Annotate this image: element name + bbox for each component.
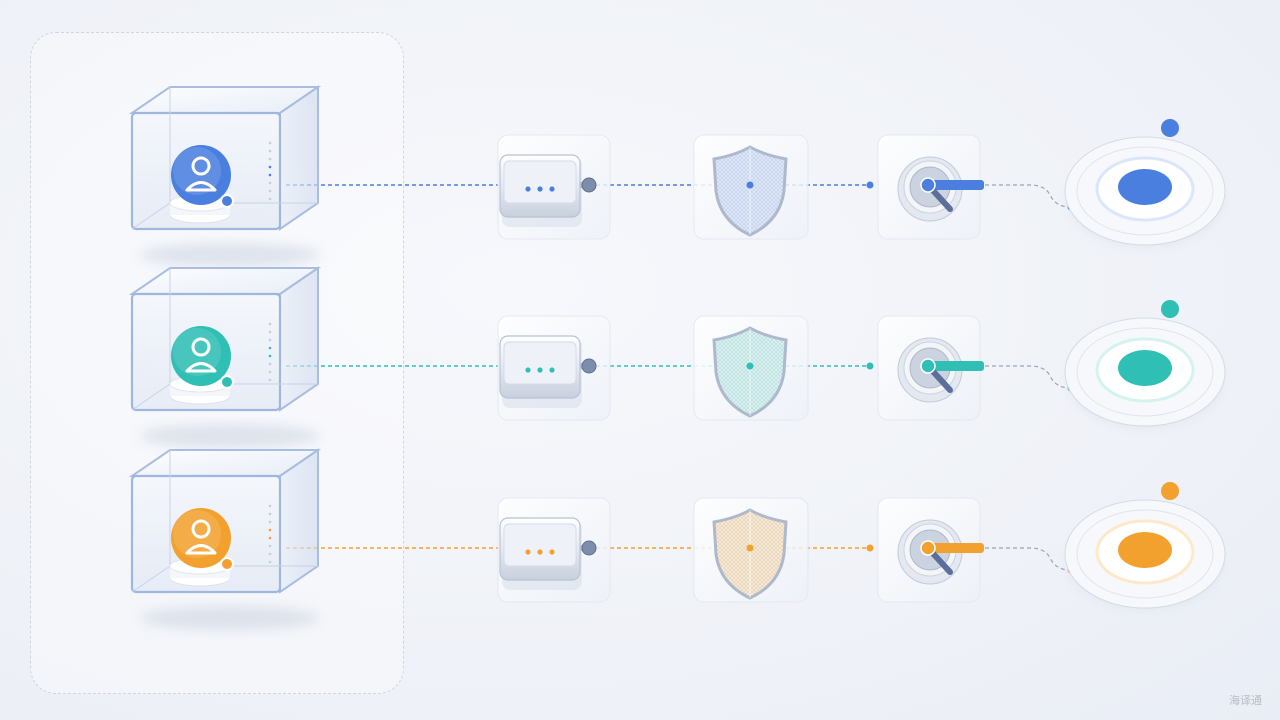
- connector-line: [985, 184, 1071, 208]
- status-dot: [1161, 300, 1179, 318]
- switch-icon: [897, 337, 984, 403]
- status-dot: [1161, 482, 1179, 500]
- gateway-node[interactable]: [497, 315, 611, 421]
- shield-node[interactable]: [693, 315, 809, 421]
- user-icon: [171, 508, 234, 571]
- target-icon: [1064, 136, 1226, 246]
- shield-icon: [712, 145, 788, 237]
- target-node[interactable]: [1064, 300, 1226, 427]
- user-cube[interactable]: [128, 85, 322, 267]
- connector-line: [985, 547, 1071, 571]
- lane-3: [128, 448, 1226, 630]
- gateway-icon: [499, 154, 597, 227]
- shield-node[interactable]: [693, 134, 809, 240]
- gateway-node[interactable]: [497, 497, 611, 603]
- user-icon: [171, 326, 234, 389]
- gateway-icon: [499, 517, 597, 590]
- switch-icon: [897, 156, 984, 222]
- user-icon: [171, 145, 234, 208]
- user-cube[interactable]: [128, 266, 322, 448]
- target-node[interactable]: [1064, 119, 1226, 246]
- switch-node[interactable]: [866, 497, 985, 603]
- status-dot: [1161, 119, 1179, 137]
- target-icon: [1064, 317, 1226, 427]
- switch-node[interactable]: [866, 315, 985, 421]
- gateway-node[interactable]: [497, 134, 611, 240]
- shield-node[interactable]: [693, 497, 809, 603]
- connector-line: [985, 365, 1071, 389]
- target-icon: [1064, 499, 1226, 609]
- target-node[interactable]: [1064, 482, 1226, 609]
- switch-node[interactable]: [866, 134, 985, 240]
- lane-1: [128, 85, 1226, 267]
- shield-icon: [712, 508, 788, 600]
- watermark: 海译通: [1229, 694, 1262, 707]
- switch-icon: [897, 519, 984, 585]
- gateway-icon: [499, 335, 597, 408]
- user-cube[interactable]: [128, 448, 322, 630]
- shield-icon: [712, 326, 788, 418]
- lane-2: [128, 266, 1226, 448]
